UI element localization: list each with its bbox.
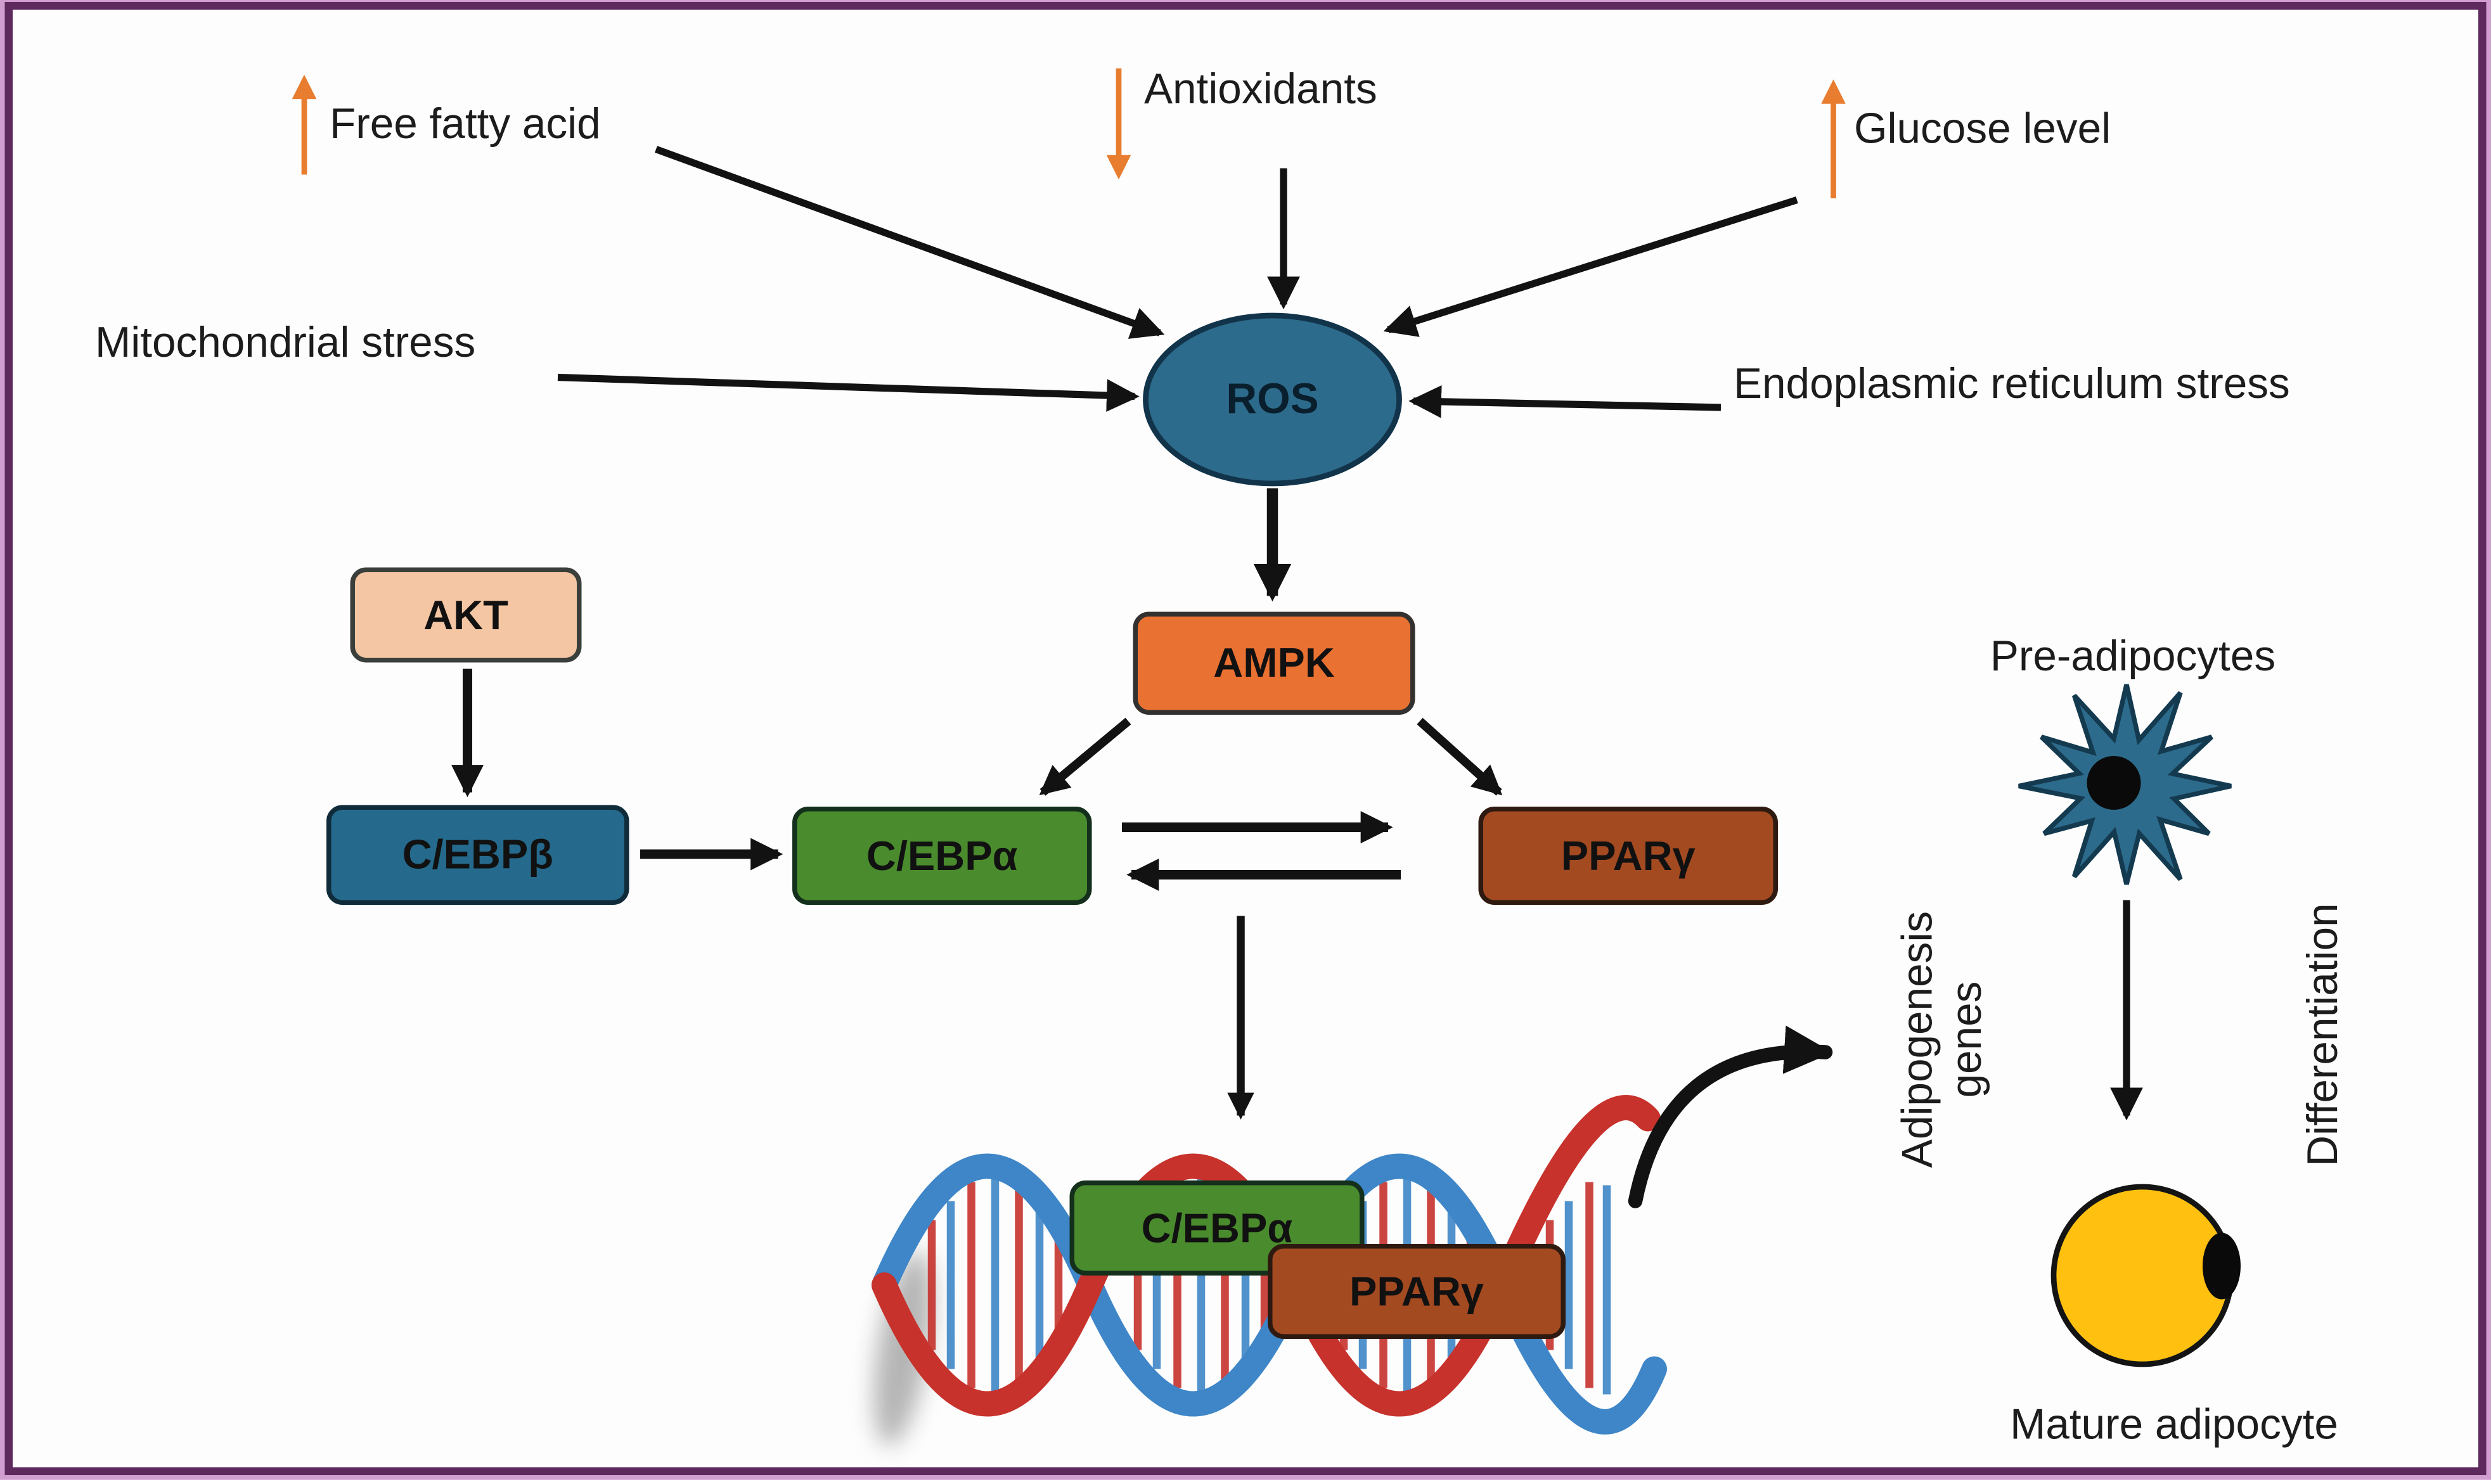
- pre-adipocyte-nucleus: [2087, 756, 2141, 810]
- arrow-er-stress-to-ros: [1408, 385, 1722, 418]
- adipogenesis-genes-label: Adipogenesis genes: [1893, 911, 1990, 1168]
- er-stress-label: Endoplasmic reticulum stress: [1734, 360, 2290, 407]
- curved-arrow-to-adipogenesis-genes: [1628, 1025, 1833, 1208]
- differentiation-label: Differentiation: [2299, 903, 2347, 1167]
- pre-adipocyte-cell: [2018, 684, 2232, 885]
- arrow-mitochondrial-stress-to-ros: [557, 373, 1140, 412]
- antioxidants-label: Antioxidants: [1144, 65, 1377, 113]
- pre-adipocytes-label: Pre-adipocytes: [1990, 632, 2276, 680]
- ppar-gamma-node: PPARγ: [1478, 807, 1778, 905]
- arrow-ampk-to-ppar-gamma: [1417, 717, 1503, 796]
- cebp-beta-node: C/EBPβ: [326, 805, 629, 905]
- mature-adipocyte-nucleus: [2203, 1232, 2241, 1300]
- mature-adipocyte-label: Mature adipocyte: [2010, 1400, 2338, 1449]
- cebp-alpha-node: C/EBPα: [792, 807, 1092, 905]
- ros-label: ROS: [1226, 374, 1319, 423]
- glucose-level-label: Glucose level: [1854, 105, 2111, 153]
- ros-ellipse: [1143, 312, 1402, 487]
- mitochondrial-stress-label: Mitochondrial stress: [95, 319, 476, 366]
- akt-node: AKT: [350, 567, 582, 663]
- ppar-gamma-on-dna-node: PPARγ: [1268, 1244, 1566, 1339]
- mature-adipocyte-cell: [2050, 1184, 2241, 1367]
- arrow-ampk-to-cebp-alpha: [1039, 717, 1131, 796]
- arrow-glucose-to-ros: [1383, 196, 1798, 337]
- arrow-free-fatty-acid-to-ros: [655, 146, 1165, 339]
- ampk-node: AMPK: [1133, 611, 1415, 715]
- free-fatty-acid-label: Free fatty acid: [330, 100, 601, 148]
